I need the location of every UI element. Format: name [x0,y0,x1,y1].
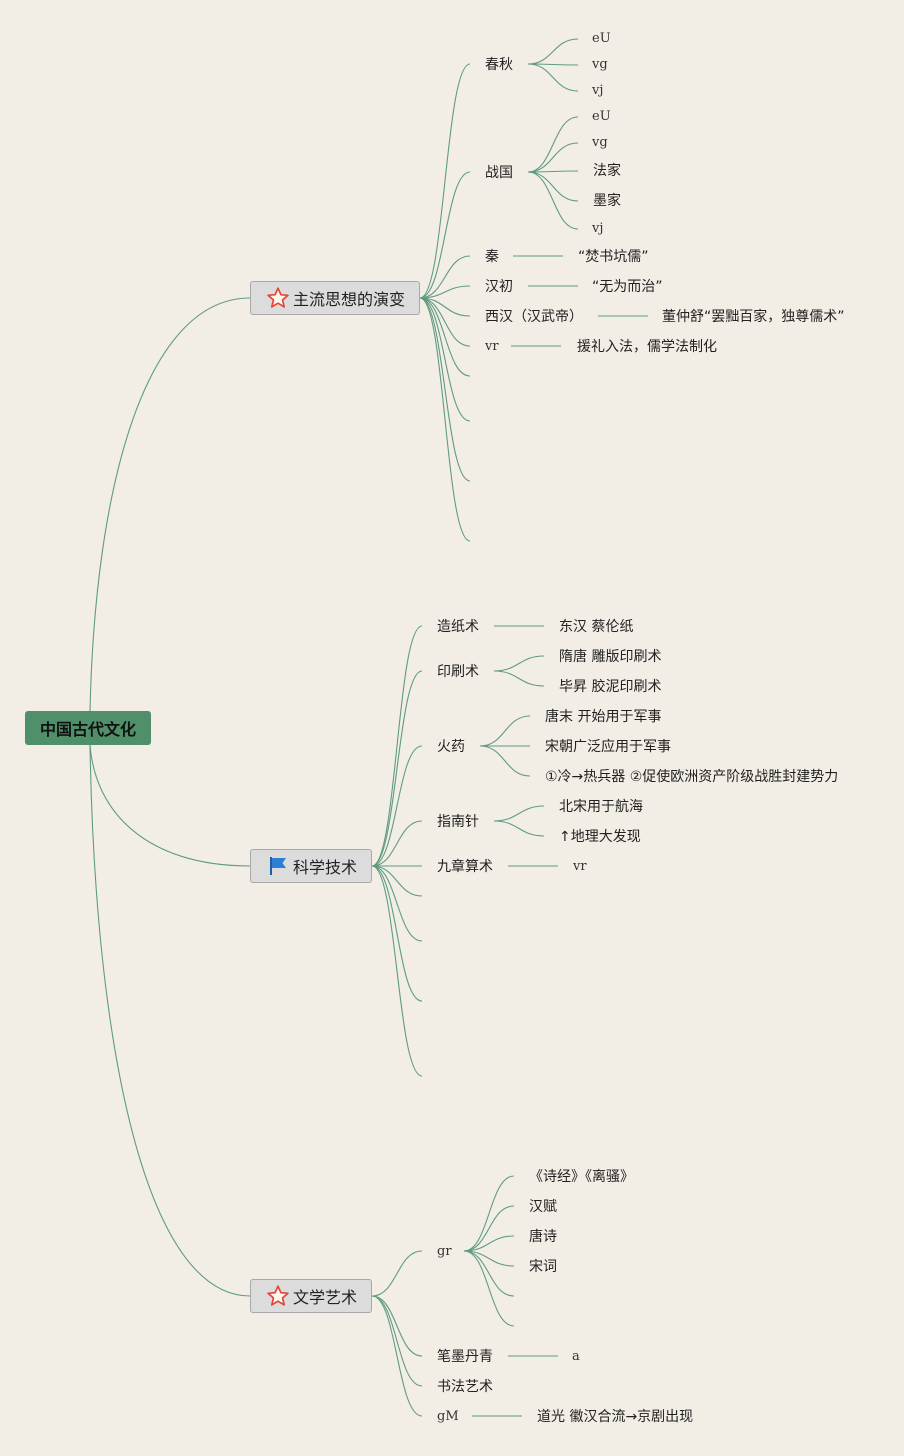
leaf-node[interactable]: vg [592,135,608,150]
leaf-node[interactable]: 法家 [593,163,621,179]
leaf-node[interactable]: vj [592,83,604,98]
connector-line [371,865,423,1002]
star-icon [265,286,291,310]
leaf-node[interactable]: eU [592,31,611,46]
connector-line [371,865,423,897]
topic-node[interactable]: vr [485,339,499,354]
connector-line [527,142,579,173]
connector-line [419,297,471,377]
leaf-node[interactable]: 援礼入法，儒学法制化 [577,339,717,355]
connector-line [419,255,471,299]
topic-node[interactable]: 火药 [437,739,465,755]
leaf-node[interactable]: 董仲舒“罢黜百家，独尊儒术” [662,309,845,325]
connector-line [89,744,251,867]
leaf-node[interactable]: “无为而治” [592,279,663,295]
root-label: 中国古代文化 [39,720,136,739]
leaf-node[interactable]: 毕昇 胶泥印刷术 [559,679,662,695]
leaf-node[interactable]: 隋唐 雕版印刷术 [559,649,662,665]
leaf-node[interactable]: vr [573,859,587,874]
branch-label: 主流思想的演变 [293,290,406,309]
leaf-node[interactable]: ①冷→热兵器 ②促使欧洲资产阶级战胜封建势力 [545,769,839,785]
connector-line [527,63,579,92]
connector-line [419,63,471,299]
leaf-node[interactable]: 道光 徽汉合流→京剧出现 [537,1409,694,1425]
connector-line [527,116,579,173]
leaf-node[interactable]: 汉赋 [529,1199,557,1215]
topic-node[interactable]: 笔墨丹青 [437,1349,493,1365]
connector-line [479,715,531,747]
branch-node-literature[interactable]: 文学艺术 [250,1279,372,1313]
topic-node[interactable]: 秦 [485,249,499,265]
connector-line [419,171,471,299]
topic-node[interactable]: gM [437,1409,459,1424]
connector-line [419,285,471,299]
leaf-node[interactable]: eU [592,109,611,124]
connector-line [371,1295,423,1417]
leaf-node[interactable]: 墨家 [593,193,621,209]
connector-line [527,171,579,202]
connector-line [463,1250,515,1327]
leaf-node[interactable]: a [572,1349,580,1364]
topic-node[interactable]: 战国 [485,165,513,181]
connector-line [89,297,251,712]
topic-node[interactable]: 印刷术 [437,664,479,680]
star-icon [265,1284,291,1308]
connector-line [371,1295,423,1387]
connector-line [89,744,251,1297]
topic-node[interactable]: 九章算术 [437,859,493,875]
connector-line [463,1205,515,1252]
connector-line [371,1295,423,1357]
connector-line [419,297,471,542]
connector-line [463,1250,515,1267]
connector-line [479,745,531,777]
connector-line [493,655,545,672]
connector-line [419,297,471,482]
connector-line [371,865,423,942]
connector-line [419,297,471,422]
connector-line [371,745,423,867]
branch-node-science[interactable]: 科学技术 [250,849,372,883]
connector-line [463,1235,515,1252]
topic-node[interactable]: 汉初 [485,279,513,295]
connector-line [527,170,579,173]
leaf-node[interactable]: 唐末 开始用于军事 [545,709,662,725]
connector-line [527,38,579,65]
connector-line [493,820,545,837]
branch-label: 科学技术 [293,858,358,877]
topic-node[interactable]: 春秋 [485,57,513,73]
topic-node[interactable]: gr [437,1244,452,1259]
connector-line [527,171,579,230]
leaf-node[interactable]: 北宋用于航海 [559,799,643,815]
connector-line [371,625,423,867]
leaf-node[interactable]: 东汉 蔡伦纸 [559,619,634,635]
connector-line [493,805,545,822]
topic-node[interactable]: 指南针 [437,814,479,830]
root-node[interactable]: 中国古代文化 [25,711,151,745]
topic-node[interactable]: 造纸术 [437,619,479,635]
connector-line [419,297,471,317]
leaf-node[interactable]: 宋词 [529,1259,557,1275]
leaf-node[interactable]: 宋朝广泛应用于军事 [545,739,671,755]
leaf-node[interactable]: 唐诗 [529,1229,557,1245]
connector-line [371,1250,423,1297]
connector-line [493,670,545,687]
topic-node[interactable]: 西汉（汉武帝） [485,309,583,325]
connector-line [463,1250,515,1297]
branch-label: 文学艺术 [293,1288,358,1307]
leaf-node[interactable]: “焚书坑儒” [578,249,649,265]
branch-node-thought[interactable]: 主流思想的演变 [250,281,420,315]
connector-line [371,670,423,867]
leaf-node[interactable]: vj [592,221,604,236]
connector-line [419,297,471,347]
connector-line [463,1175,515,1252]
topic-node[interactable]: 书法艺术 [437,1379,493,1395]
flag-icon [265,854,291,878]
connector-line [371,865,423,1077]
leaf-node[interactable]: 《诗经》《离骚》 [529,1169,634,1185]
leaf-node[interactable]: vg [592,57,608,72]
leaf-node[interactable]: ↑地理大发现 [559,829,641,845]
connector-line [371,820,423,867]
